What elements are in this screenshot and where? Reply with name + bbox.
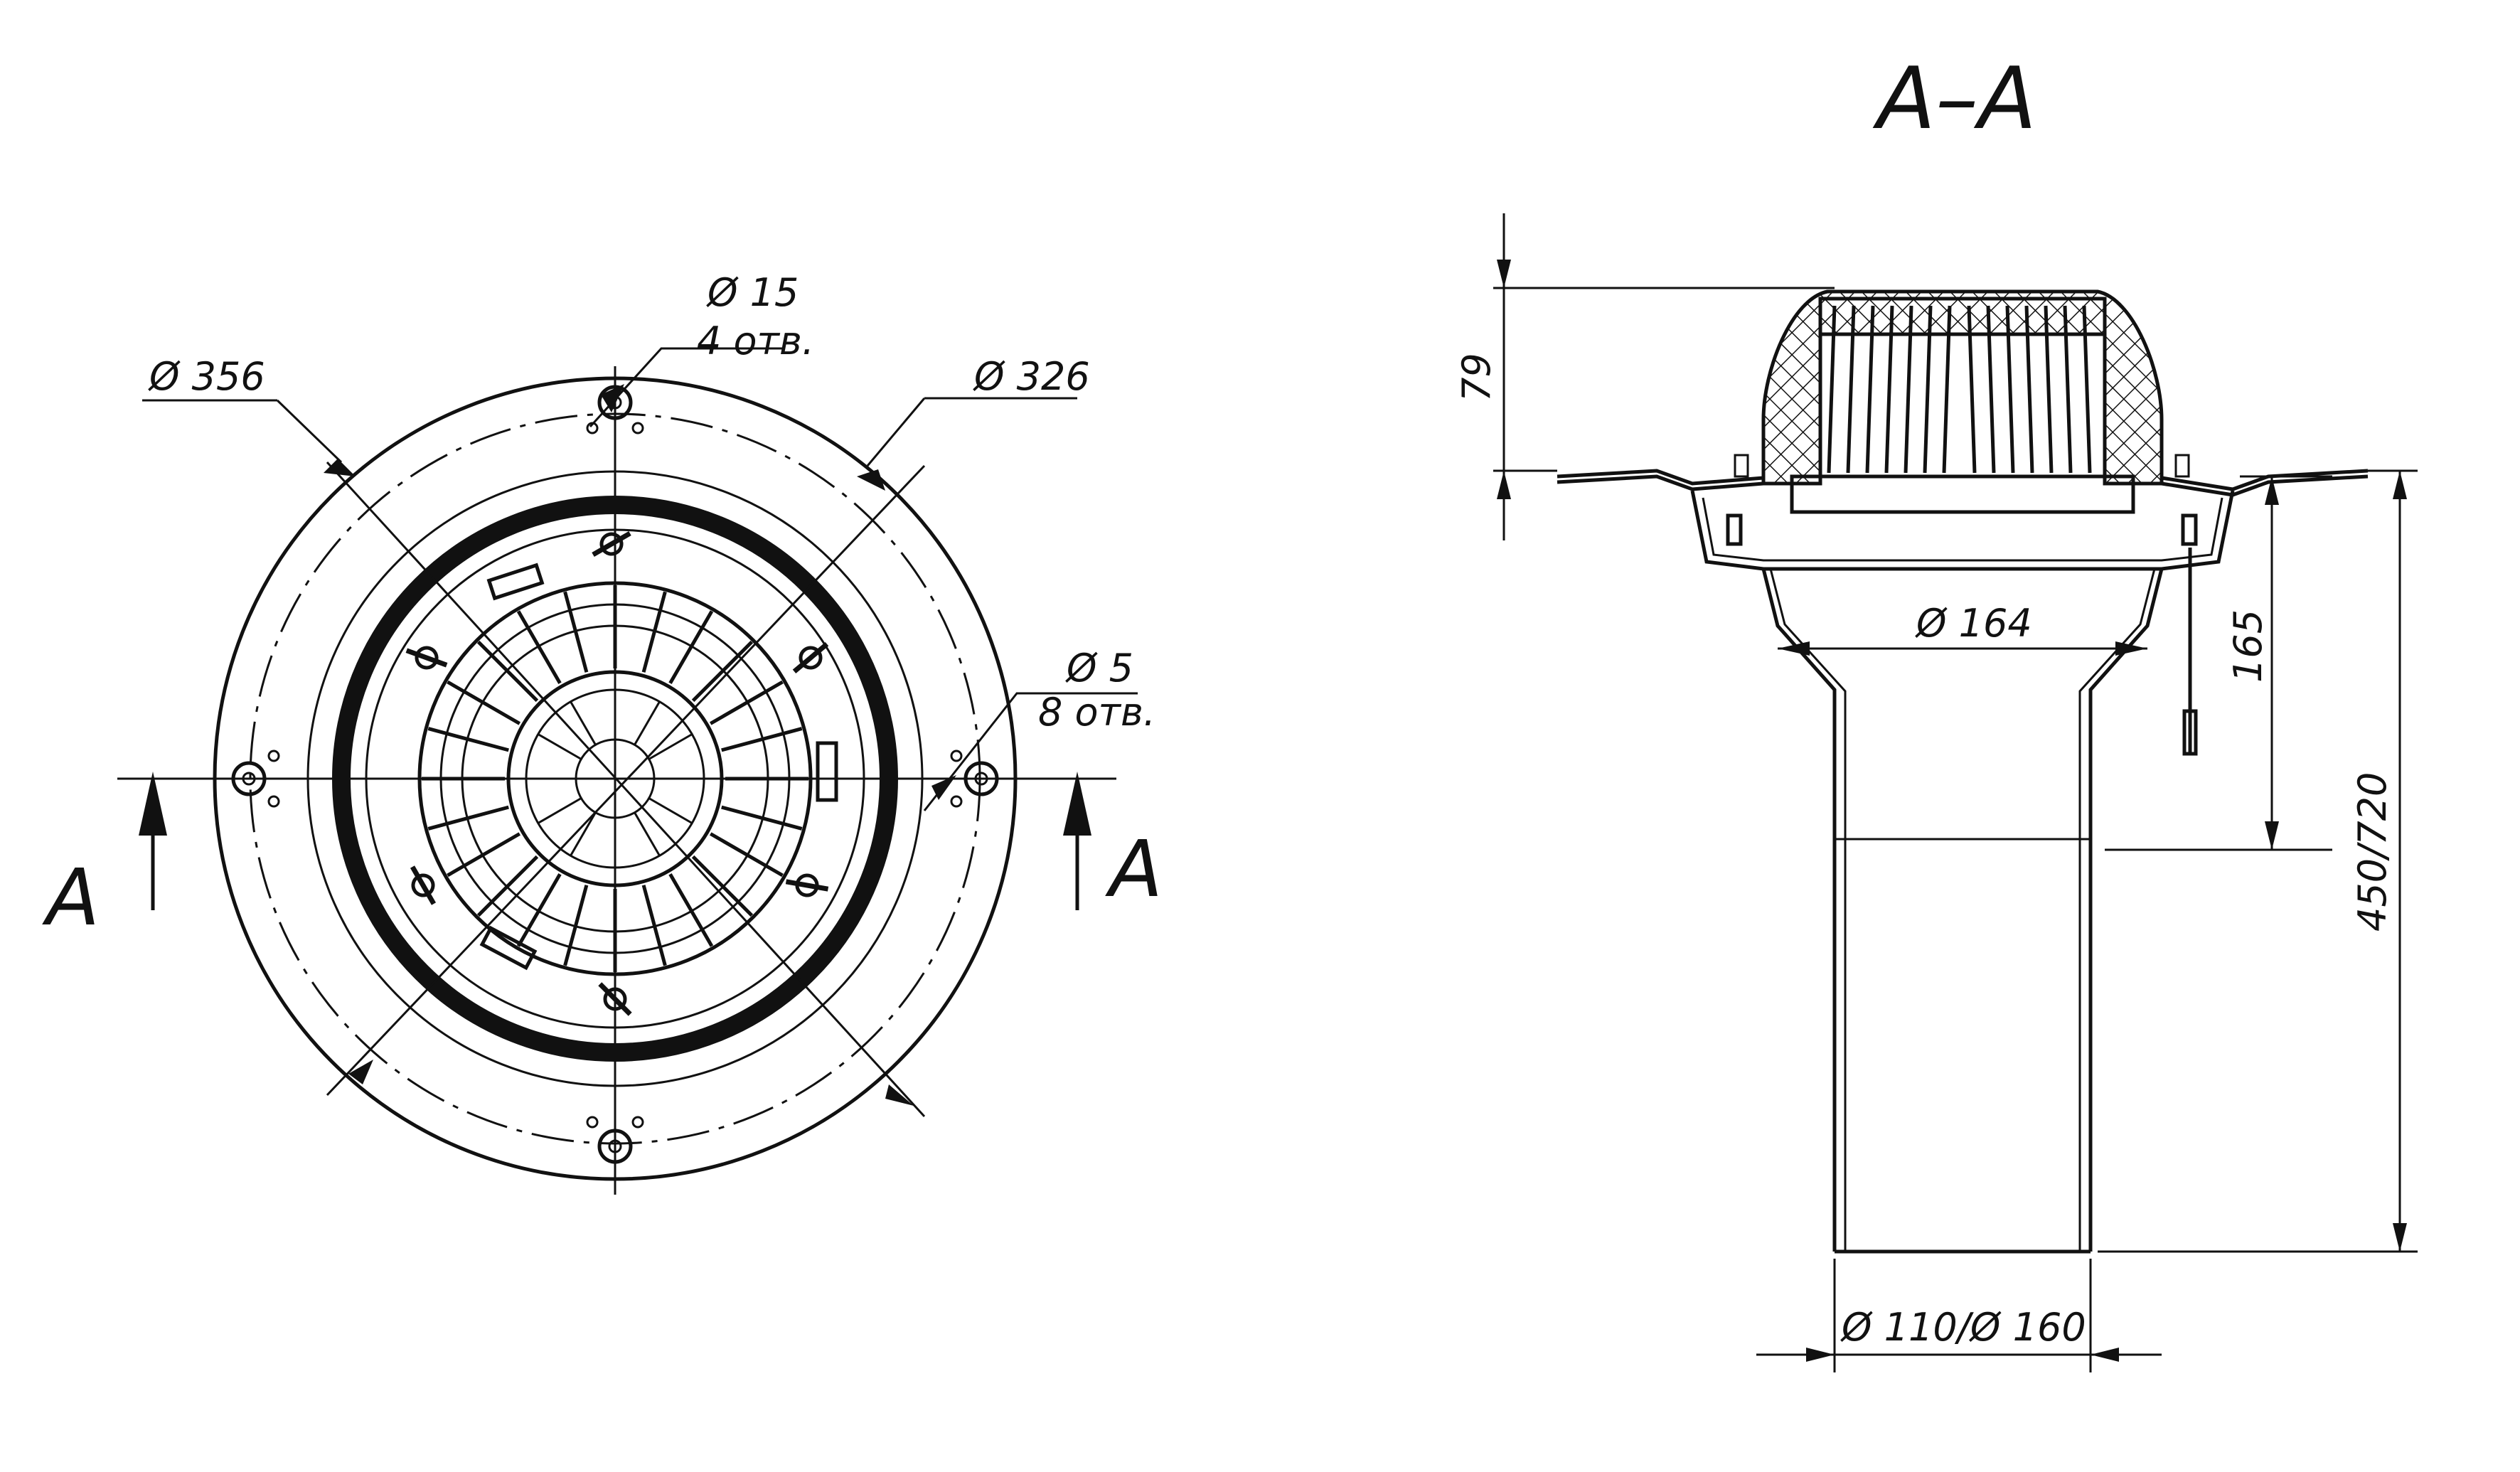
grate-rib bbox=[668, 610, 714, 685]
grate-rib bbox=[668, 873, 714, 947]
dia-326-leader bbox=[326, 461, 926, 1118]
dim-165: 165 bbox=[2226, 609, 2270, 683]
grate-rib bbox=[516, 873, 562, 947]
roof-flange bbox=[1557, 469, 2369, 497]
grate-rib bbox=[721, 805, 803, 831]
grate-slot bbox=[1884, 305, 1894, 474]
grate-rib bbox=[447, 680, 521, 725]
plan-view: Ø 356 Ø 15 4 отв. Ø 326 Ø 5 8 отв. A A bbox=[42, 270, 1163, 1195]
dia-5-leader bbox=[923, 692, 1138, 811]
grate-rib bbox=[427, 727, 509, 752]
grate-rib bbox=[709, 680, 784, 725]
dome-rib bbox=[634, 700, 661, 746]
grate-rib bbox=[709, 832, 784, 878]
section-title: A–A bbox=[1872, 50, 2036, 149]
grate-rib bbox=[476, 855, 539, 917]
grate-slot bbox=[2063, 305, 2073, 474]
grate-rib bbox=[641, 885, 667, 966]
grate-slot bbox=[2005, 305, 2015, 474]
mounting-hole-bottom bbox=[597, 1129, 633, 1164]
grate-rib bbox=[563, 591, 589, 673]
dome-rib bbox=[570, 811, 597, 857]
dome-rib bbox=[634, 811, 661, 857]
mounting-hole-right bbox=[963, 761, 999, 796]
grate-slots bbox=[1827, 305, 2092, 474]
dim-450-720: 450/720 bbox=[2350, 772, 2395, 932]
dome-rib bbox=[570, 700, 597, 746]
domed-grate bbox=[1761, 289, 2164, 514]
grate-rib bbox=[447, 832, 521, 878]
dia-356-leader bbox=[326, 464, 926, 1097]
grate-slot bbox=[1923, 305, 1933, 474]
clamp-body bbox=[1690, 454, 2235, 756]
grate-rib bbox=[563, 885, 589, 966]
grate-slot bbox=[2044, 305, 2054, 474]
grate-slot bbox=[1865, 305, 1875, 474]
grate-rib bbox=[691, 640, 754, 703]
section-mark-left: A bbox=[42, 852, 100, 943]
grate-rib bbox=[691, 855, 754, 917]
grate-rib bbox=[721, 727, 803, 752]
grate-rib bbox=[476, 640, 539, 703]
dome-rib bbox=[648, 797, 693, 824]
label-holes-5: 8 отв. bbox=[1038, 690, 1155, 735]
mounting-hole-left bbox=[231, 761, 267, 796]
section-view: A–A bbox=[1454, 50, 2418, 1372]
label-holes-15: 4 отв. bbox=[697, 319, 814, 363]
dim-dia-110-160: Ø 110/Ø 160 bbox=[1840, 1305, 2086, 1350]
grate-slot bbox=[2082, 305, 2092, 474]
dim-dia-164: Ø 164 bbox=[1915, 601, 2032, 646]
label-dia-356: Ø 356 bbox=[148, 354, 265, 399]
grate-rib bbox=[427, 805, 509, 831]
grate-rib bbox=[641, 591, 667, 673]
section-mark-right: A bbox=[1105, 823, 1163, 914]
latches bbox=[479, 562, 838, 971]
grate-slot bbox=[1827, 305, 1837, 474]
grate-rib bbox=[516, 610, 562, 685]
grate-slot bbox=[1846, 305, 1856, 474]
label-dia-326: Ø 326 bbox=[973, 354, 1090, 399]
grate-slot bbox=[1904, 305, 1913, 474]
dim-79: 79 bbox=[1454, 353, 1499, 402]
grate-slot bbox=[2024, 305, 2034, 474]
grate-slot bbox=[1967, 305, 1977, 474]
wing-nuts bbox=[405, 530, 829, 1016]
dome-rib bbox=[537, 733, 582, 760]
dome-rib bbox=[537, 797, 582, 824]
grate-slot bbox=[1942, 305, 1952, 474]
label-dia-15: Ø 15 bbox=[706, 270, 799, 315]
dome-rib bbox=[648, 733, 693, 760]
grate-slot bbox=[1986, 305, 1996, 474]
label-dia-5: Ø 5 bbox=[1065, 646, 1133, 690]
funnel-body bbox=[1761, 568, 2164, 1254]
